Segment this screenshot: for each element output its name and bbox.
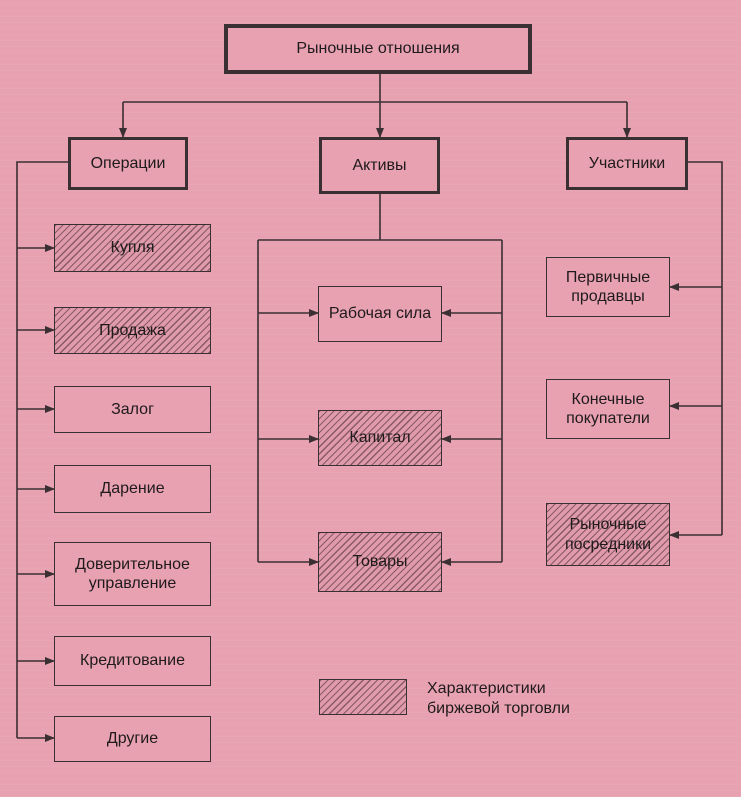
operations-header: Операции [68, 137, 188, 190]
asset-labor: Рабочая сила [318, 286, 442, 342]
operation-lending: Кредитование [54, 636, 211, 686]
operations-header-label: Операции [90, 154, 166, 172]
participant-end-buyers: Конечные покупатели [546, 379, 670, 439]
participants-bus [688, 161, 723, 535]
root-node: Рыночные отношения [224, 24, 532, 74]
operation-trust-management: Доверительное управление [54, 542, 211, 606]
asset-goods: Товары [318, 532, 442, 592]
root-label: Рыночные отношения [296, 40, 460, 58]
participants-header-label: Участники [588, 154, 666, 172]
assets-header: Активы [319, 137, 440, 194]
operations-bus [16, 161, 68, 738]
legend-swatch [319, 679, 407, 715]
operation-other: Другие [54, 716, 211, 762]
operation-sale: Продажа [54, 307, 211, 354]
operation-pledge: Залог [54, 386, 211, 433]
operation-purchase: Купля [54, 224, 211, 272]
asset-capital: Капитал [318, 410, 442, 466]
participant-primary-sellers: Первичные продавцы [546, 257, 670, 317]
operation-gift: Дарение [54, 465, 211, 513]
legend-label: Характеристики биржевой торговли [427, 680, 570, 717]
participants-header: Участники [566, 137, 688, 190]
participant-intermediaries: Рыночные посредники [546, 503, 670, 566]
assets-header-label: Активы [352, 156, 407, 174]
